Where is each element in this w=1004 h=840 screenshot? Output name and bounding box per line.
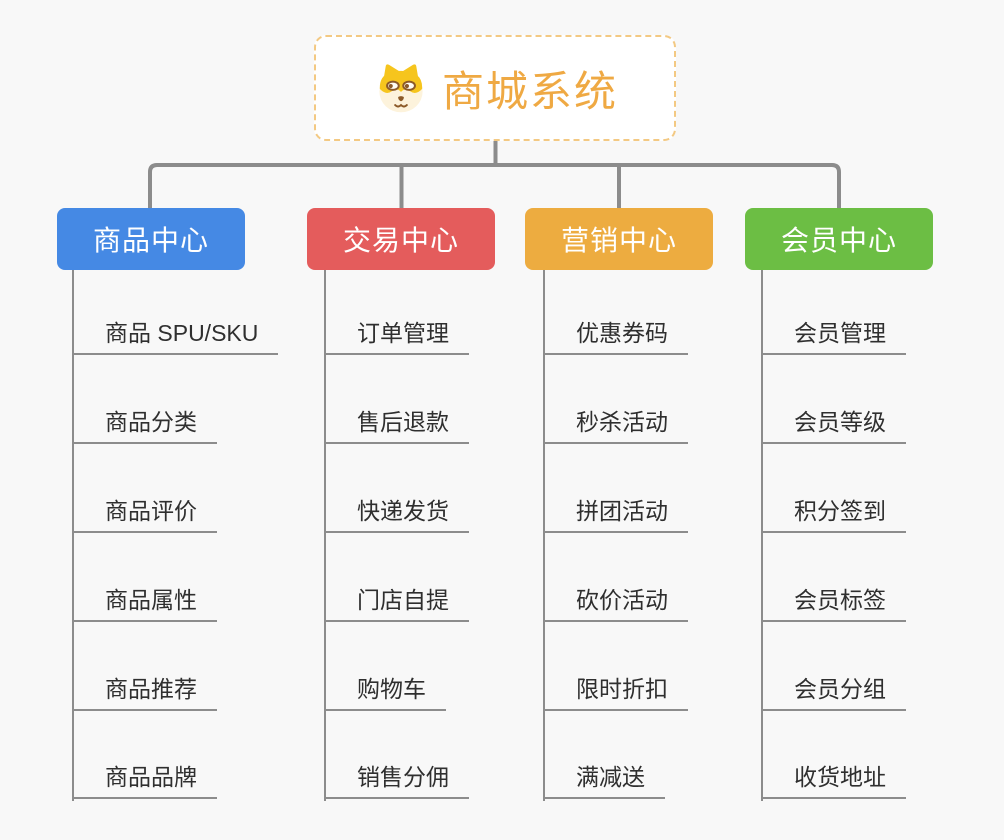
leaf-node[interactable]: 销售分佣	[325, 763, 469, 799]
leaf-node[interactable]: 会员等级	[762, 408, 906, 444]
leaf-node[interactable]: 购物车	[325, 675, 446, 711]
leaf-node[interactable]: 快递发货	[325, 497, 469, 533]
leaf-node[interactable]: 限时折扣	[544, 675, 688, 711]
leaf-node[interactable]: 门店自提	[325, 586, 469, 622]
branch-spine	[761, 270, 763, 801]
branch-label: 营销中心	[560, 225, 677, 256]
dog-face-icon	[379, 64, 423, 113]
leaf-node[interactable]: 商品评价	[73, 497, 217, 533]
leaf-node[interactable]: 售后退款	[325, 408, 469, 444]
root-title: 商城系统	[441, 67, 618, 115]
leaf-node[interactable]: 商品推荐	[73, 675, 217, 711]
branch-node-member-center[interactable]: 会员中心	[745, 208, 933, 270]
branch-label: 会员中心	[780, 225, 897, 256]
branch-label: 商品中心	[92, 225, 209, 256]
leaf-node[interactable]: 商品品牌	[73, 763, 217, 799]
branch-spine	[72, 270, 74, 801]
leaf-node[interactable]: 收货地址	[762, 763, 906, 799]
leaf-node[interactable]: 商品 SPU/SKU	[73, 319, 279, 355]
branch-spine	[324, 270, 326, 801]
leaf-node[interactable]: 拼团活动	[544, 497, 688, 533]
branch-node-product-center[interactable]: 商品中心	[57, 208, 245, 270]
leaf-node[interactable]: 商品属性	[73, 586, 217, 622]
leaf-node[interactable]: 秒杀活动	[544, 408, 688, 444]
branch-children-member-center: 会员管理 会员等级 积分签到 会员标签 会员分组 收货地址	[761, 270, 1001, 810]
branch-spine	[543, 270, 545, 801]
root-node[interactable]: 商城系统	[314, 35, 676, 141]
leaf-node[interactable]: 积分签到	[762, 497, 906, 533]
leaf-node[interactable]: 商品分类	[73, 408, 217, 444]
leaf-node[interactable]: 砍价活动	[544, 586, 688, 622]
leaf-node[interactable]: 优惠券码	[544, 319, 688, 355]
branch-children-marketing-center: 优惠券码 秒杀活动 拼团活动 砍价活动 限时折扣 满减送	[543, 270, 783, 810]
leaf-node[interactable]: 满减送	[544, 763, 665, 799]
leaf-node[interactable]: 会员管理	[762, 319, 906, 355]
branch-label: 交易中心	[342, 225, 459, 256]
branch-children-product-center: 商品 SPU/SKU 商品分类 商品评价 商品属性 商品推荐 商品品牌	[72, 270, 312, 810]
leaf-node[interactable]: 会员标签	[762, 586, 906, 622]
branch-node-marketing-center[interactable]: 营销中心	[525, 208, 713, 270]
branch-bus-line	[148, 163, 841, 208]
branch-node-trade-center[interactable]: 交易中心	[307, 208, 495, 270]
leaf-node[interactable]: 订单管理	[325, 319, 469, 355]
leaf-node[interactable]: 会员分组	[762, 675, 906, 711]
branch-children-trade-center: 订单管理 售后退款 快递发货 门店自提 购物车 销售分佣	[324, 270, 564, 810]
